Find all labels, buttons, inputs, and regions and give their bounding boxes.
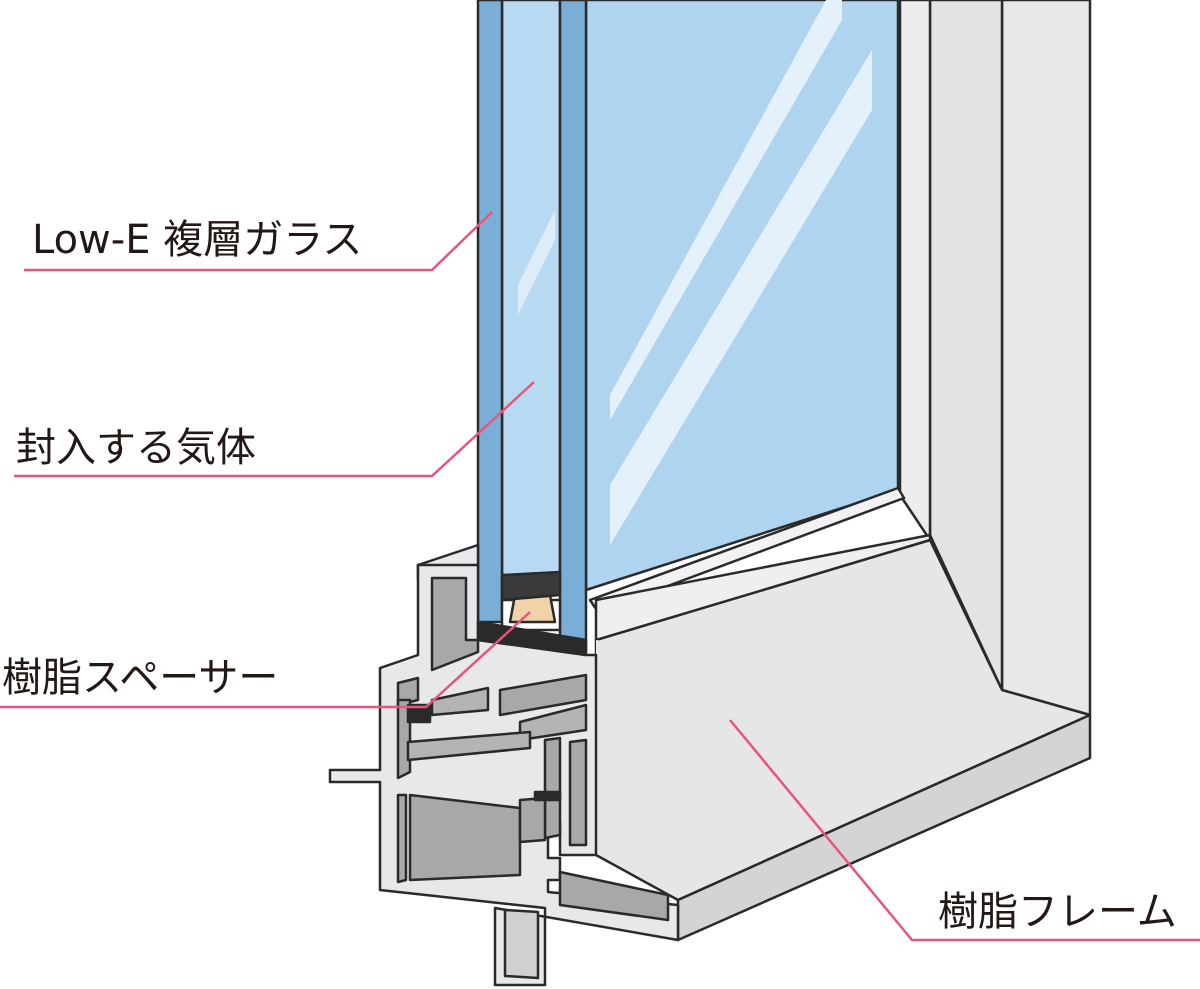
leader-line-frame — [729, 719, 1200, 942]
label-resin-frame: 樹脂フレーム — [938, 889, 1177, 935]
label-resin-spacer: 樹脂スペーサー — [2, 655, 279, 701]
label-sealed-gas: 封入する気体 — [16, 425, 256, 471]
resin-frame-profile — [328, 533, 1002, 987]
double-glazing — [476, 0, 906, 652]
leader-lines — [0, 211, 1200, 942]
label-low-e-glass: Low-E 複層ガラス — [32, 217, 363, 263]
leader-line-glass — [24, 211, 493, 272]
leader-line-spacer — [0, 611, 531, 709]
resin-spacer — [476, 570, 588, 657]
leader-line-gas — [14, 381, 535, 478]
